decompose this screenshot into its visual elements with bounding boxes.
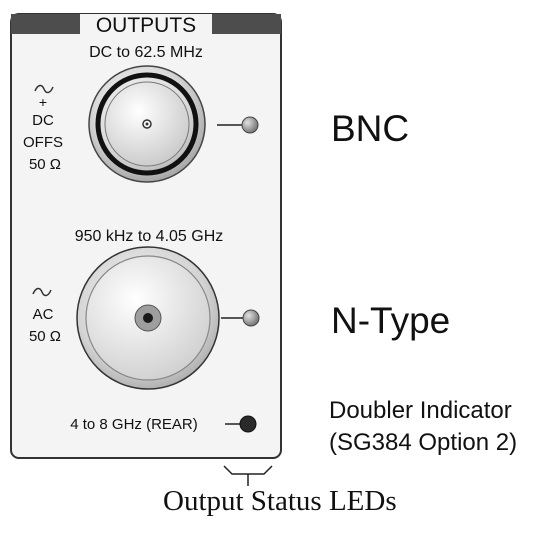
bnc-spec-offs: OFFS — [23, 134, 63, 151]
bnc-label: BNC — [331, 108, 410, 149]
bnc-spec-impedance: 50 Ω — [29, 156, 61, 173]
ntype-label: N-Type — [331, 300, 451, 341]
ntype-spec-impedance: 50 Ω — [29, 328, 61, 345]
ntype-connector — [76, 246, 220, 390]
doubler-option-label: (SG384 Option 2) — [329, 429, 518, 456]
ntype-frequency-range: 950 kHz to 4.05 GHz — [75, 228, 224, 245]
doubler-indicator-label: Doubler Indicator — [329, 397, 512, 424]
bnc-status-led — [241, 116, 259, 134]
header-bar-left — [11, 14, 80, 34]
bnc-spec-plus: + — [39, 94, 47, 110]
ntype-spec-ac: AC — [33, 306, 54, 323]
header-bar-right — [212, 14, 281, 34]
bnc-frequency-range: DC to 62.5 MHz — [89, 44, 203, 61]
ntype-status-led — [242, 309, 260, 327]
output-status-leds-label: Output Status LEDs — [163, 485, 397, 517]
tilde-wave-icon — [32, 287, 52, 297]
bnc-spec-dc: DC — [32, 112, 54, 129]
led-bracket — [223, 465, 273, 486]
rear-output-label: 4 to 8 GHz (REAR) — [70, 416, 198, 433]
panel-header: OUTPUTS — [96, 14, 196, 37]
doubler-status-led — [239, 415, 257, 433]
tilde-wave-icon — [34, 84, 54, 94]
bnc-connector — [88, 65, 206, 183]
